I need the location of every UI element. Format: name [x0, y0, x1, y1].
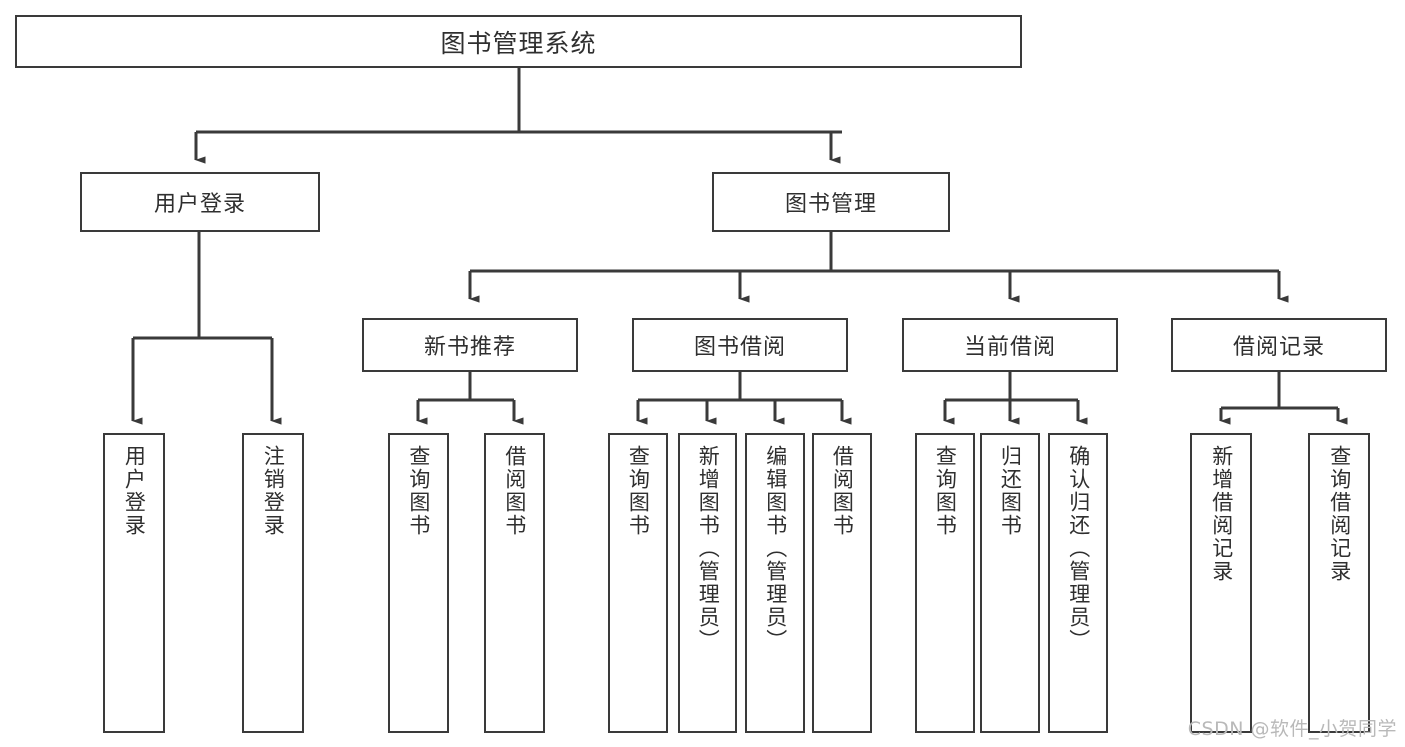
- leaf-user-login-login[interactable]: 用户登录: [103, 433, 165, 733]
- node-label: 查询借阅记录: [1327, 445, 1352, 583]
- node-label: 借阅记录: [1232, 335, 1325, 360]
- node-current-borrow[interactable]: 当前借阅: [902, 318, 1118, 372]
- node-label: 借阅图书: [830, 445, 855, 537]
- node-borrow-record[interactable]: 借阅记录: [1171, 318, 1387, 372]
- node-label: 编辑图书（管理员）: [763, 445, 788, 652]
- node-book-management[interactable]: 图书管理: [712, 172, 950, 232]
- node-label: 图书借阅: [693, 335, 786, 360]
- node-label: 新增图书（管理员）: [696, 445, 721, 652]
- node-label: 注销登录: [261, 445, 286, 537]
- leaf-new-book-borrow[interactable]: 借阅图书: [484, 433, 545, 733]
- leaf-user-login-logout[interactable]: 注销登录: [242, 433, 304, 733]
- node-label: 借阅图书: [502, 445, 527, 537]
- leaf-borrow-record-query[interactable]: 查询借阅记录: [1308, 433, 1370, 733]
- leaf-book-borrow-edit[interactable]: 编辑图书（管理员）: [745, 433, 805, 733]
- node-label: 新书推荐: [423, 335, 516, 360]
- leaf-current-borrow-query[interactable]: 查询图书: [915, 433, 975, 733]
- node-label: 查询图书: [933, 445, 958, 537]
- leaf-book-borrow-borrow[interactable]: 借阅图书: [812, 433, 872, 733]
- watermark-text: CSDN @软件_小贺同学: [1187, 718, 1397, 740]
- node-label: 用户登录: [153, 192, 246, 217]
- node-label: 查询图书: [406, 445, 431, 537]
- leaf-current-borrow-confirm-return[interactable]: 确认归还（管理员）: [1048, 433, 1108, 733]
- node-label: 查询图书: [626, 445, 651, 537]
- node-user-login[interactable]: 用户登录: [80, 172, 320, 232]
- leaf-book-borrow-add[interactable]: 新增图书（管理员）: [678, 433, 737, 733]
- node-label: 当前借阅: [963, 335, 1056, 360]
- node-label: 确认归还（管理员）: [1066, 445, 1091, 652]
- node-label: 新增借阅记录: [1209, 445, 1234, 583]
- leaf-new-book-query[interactable]: 查询图书: [388, 433, 449, 733]
- node-label: 图书管理系统: [440, 28, 597, 58]
- node-new-book-recommend[interactable]: 新书推荐: [362, 318, 578, 372]
- node-label: 图书管理: [784, 192, 877, 217]
- leaf-current-borrow-return[interactable]: 归还图书: [980, 433, 1040, 733]
- leaf-book-borrow-query[interactable]: 查询图书: [608, 433, 668, 733]
- node-book-borrow[interactable]: 图书借阅: [632, 318, 848, 372]
- node-root-system[interactable]: 图书管理系统: [15, 15, 1022, 68]
- node-label: 用户登录: [122, 445, 147, 537]
- node-label: 归还图书: [998, 445, 1023, 537]
- leaf-borrow-record-add[interactable]: 新增借阅记录: [1190, 433, 1252, 733]
